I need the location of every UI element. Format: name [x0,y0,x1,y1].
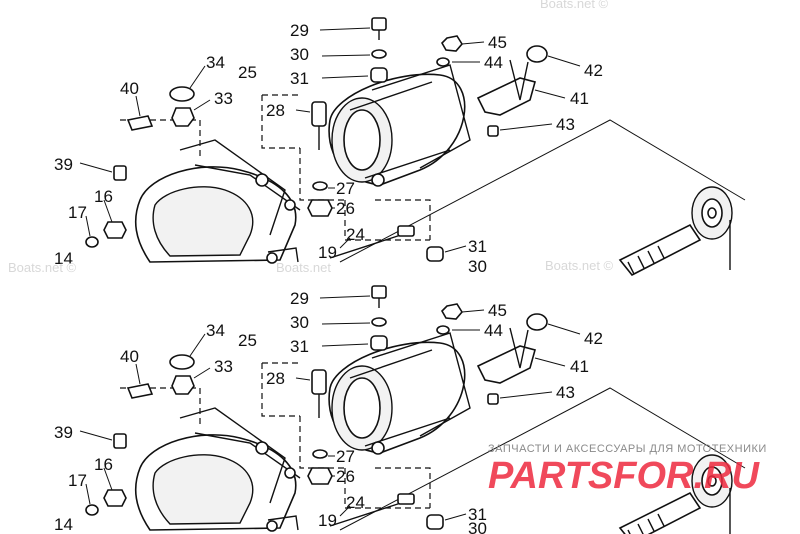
callout-25: 25 [238,63,257,82]
callout-17: 17 [68,203,87,222]
callout-27: 27 [336,447,355,466]
callout-31: 31 [290,337,309,356]
diagram-panel-bottom: 29 30 31 45 44 42 41 43 34 33 40 25 28 2… [54,285,746,534]
callout-24: 24 [346,493,365,512]
callout-25: 25 [238,331,257,350]
callout-28: 28 [266,101,285,120]
callout-40: 40 [120,347,139,366]
callout-30: 30 [290,313,309,332]
callout-34: 34 [206,321,225,340]
watermark: Boats.net © [545,258,614,273]
callout-30-lower: 30 [468,519,487,534]
callout-14: 14 [54,515,73,534]
callout-34: 34 [206,53,225,72]
callout-44: 44 [484,53,503,72]
callout-26: 26 [336,467,355,486]
callout-41: 41 [570,89,589,108]
callout-31-lower: 31 [468,505,487,524]
callout-24: 24 [346,225,365,244]
watermark: Boats.net © [8,260,77,275]
callout-14: 14 [54,249,73,268]
callout-19: 19 [318,511,337,530]
callout-42: 42 [584,61,603,80]
callout-16: 16 [94,187,113,206]
callout-labels: 29 30 31 45 44 42 41 43 34 33 40 25 28 2… [54,289,603,534]
banner-brand-logo: PARTSFOR.RU [488,455,760,497]
callout-29: 29 [290,289,309,308]
callout-39: 39 [54,423,73,442]
callout-29: 29 [290,21,309,40]
callout-30-lower: 30 [468,257,487,276]
watermark: Boats.net [276,260,331,275]
callout-16: 16 [94,455,113,474]
callout-45: 45 [488,301,507,320]
callout-31: 31 [290,69,309,88]
callout-41: 41 [570,357,589,376]
brand-banner: ЗАПЧАСТИ И АКСЕССУАРЫ ДЛЯ МОТОТЕХНИКИ PA… [488,443,767,497]
callout-27: 27 [336,179,355,198]
callout-39: 39 [54,155,73,174]
callout-19: 19 [318,243,337,262]
callout-28: 28 [266,369,285,388]
callout-44: 44 [484,321,503,340]
callout-17: 17 [68,471,87,490]
callout-labels: 29 30 31 45 44 42 41 43 34 33 40 25 28 2… [54,21,603,276]
callout-43: 43 [556,383,575,402]
banner-subtitle: ЗАПЧАСТИ И АКСЕССУАРЫ ДЛЯ МОТОТЕХНИКИ [488,443,767,455]
callout-43: 43 [556,115,575,134]
callout-42: 42 [584,329,603,348]
callout-40: 40 [120,79,139,98]
callout-33: 33 [214,357,233,376]
callout-30: 30 [290,45,309,64]
callout-31-lower: 31 [468,237,487,256]
watermark: Boats.net © [540,0,609,11]
diagram-panel-top: 29 30 31 45 44 42 41 43 34 33 40 25 28 2… [8,0,746,276]
callout-26: 26 [336,199,355,218]
callout-33: 33 [214,89,233,108]
callout-45: 45 [488,33,507,52]
